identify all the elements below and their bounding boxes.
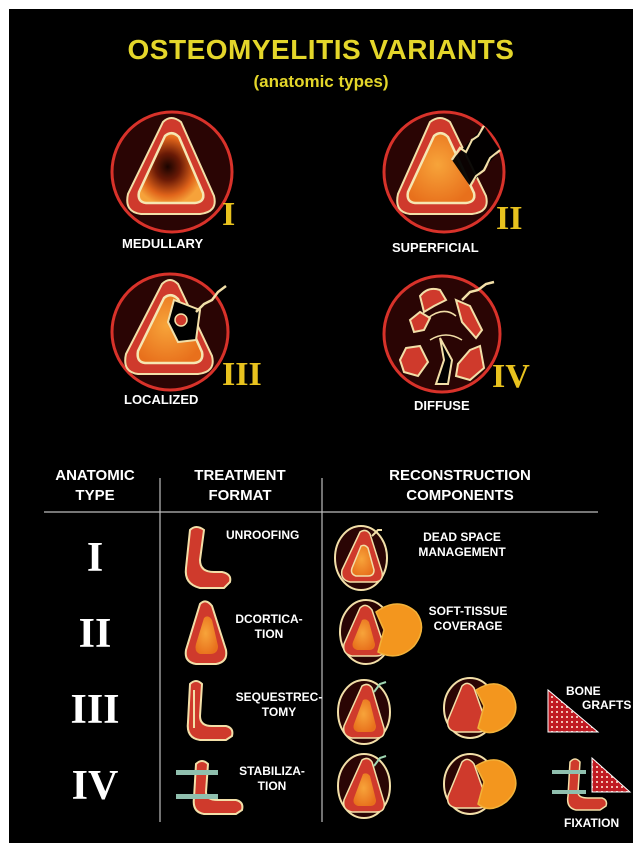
row1-reconstruction: DEAD SPACE MANAGEMENT (412, 530, 512, 560)
diffuse-diagram (384, 276, 500, 392)
soft-tissue-figure (340, 600, 422, 664)
variant-numeral-2: II (496, 200, 522, 238)
bone-graft-reconstruction-1 (338, 680, 390, 744)
header-treatment-line2: FORMAT (170, 486, 310, 506)
row2-reconstruction-line1: SOFT-TISSUE (418, 604, 518, 619)
variant-label-localized: LOCALIZED (124, 392, 198, 407)
row-type-1: I (40, 534, 150, 582)
sequestrectomy-figure (188, 681, 233, 740)
medullary-diagram (112, 112, 232, 232)
row3-treatment: SEQUESTREC- TOMY (234, 690, 324, 720)
header-reconstruction-line1: RECONSTRUCTION (360, 466, 560, 486)
header-anatomic-line2: TYPE (40, 486, 150, 506)
row2-reconstruction-line2: COVERAGE (418, 619, 518, 634)
header-anatomic-line1: ANATOMIC (40, 466, 150, 486)
row3-treatment-line2: TOMY (234, 705, 324, 720)
row4-treatment-line2: TION (232, 779, 312, 794)
fixation-reconstruction-1 (338, 754, 390, 818)
row1-reconstruction-line1: DEAD SPACE (412, 530, 512, 545)
decortication-figure (186, 601, 227, 664)
variant-label-diffuse: DIFFUSE (414, 398, 470, 413)
variant-numeral-1: I (222, 196, 235, 234)
row3-reconstruction-line2: GRAFTS (582, 698, 631, 713)
unroofing-figure (186, 527, 231, 588)
superficial-diagram (384, 112, 504, 232)
variant-label-medullary: MEDULLARY (122, 236, 203, 251)
row4-treatment-line1: STABILIZA- (232, 764, 312, 779)
row-type-4: IV (40, 762, 150, 810)
row3-reconstruction-line1: BONE (566, 684, 601, 699)
header-treatment-line1: TREATMENT (170, 466, 310, 486)
variant-numeral-3: III (222, 356, 262, 394)
header-treatment-format: TREATMENT FORMAT (170, 466, 310, 506)
variant-label-superficial: SUPERFICIAL (392, 240, 479, 255)
row1-treatment-line1: UNROOFING (226, 528, 299, 543)
row2-treatment: DCORTICA- TION (234, 612, 304, 642)
fixation-reconstruction-2 (444, 754, 516, 814)
header-anatomic-type: ANATOMIC TYPE (40, 466, 150, 506)
row-type-3: III (40, 686, 150, 734)
header-reconstruction-components: RECONSTRUCTION COMPONENTS (360, 466, 560, 506)
row4-reconstruction: FIXATION (564, 816, 619, 831)
variant-numeral-4: IV (492, 358, 530, 396)
row1-treatment: UNROOFING (226, 528, 299, 543)
row1-reconstruction-line2: MANAGEMENT (412, 545, 512, 560)
row2-reconstruction: SOFT-TISSUE COVERAGE (418, 604, 518, 634)
row2-treatment-line1: DCORTICA- (234, 612, 304, 627)
header-reconstruction-line2: COMPONENTS (360, 486, 560, 506)
row3-treatment-line1: SEQUESTREC- (234, 690, 324, 705)
bone-graft-reconstruction-2 (444, 678, 516, 738)
row-type-2: II (40, 610, 150, 658)
row4-treatment: STABILIZA- TION (232, 764, 312, 794)
localized-diagram (112, 274, 228, 390)
dead-space-figure (335, 526, 387, 590)
fixation-figure (552, 758, 630, 810)
row2-treatment-line2: TION (234, 627, 304, 642)
